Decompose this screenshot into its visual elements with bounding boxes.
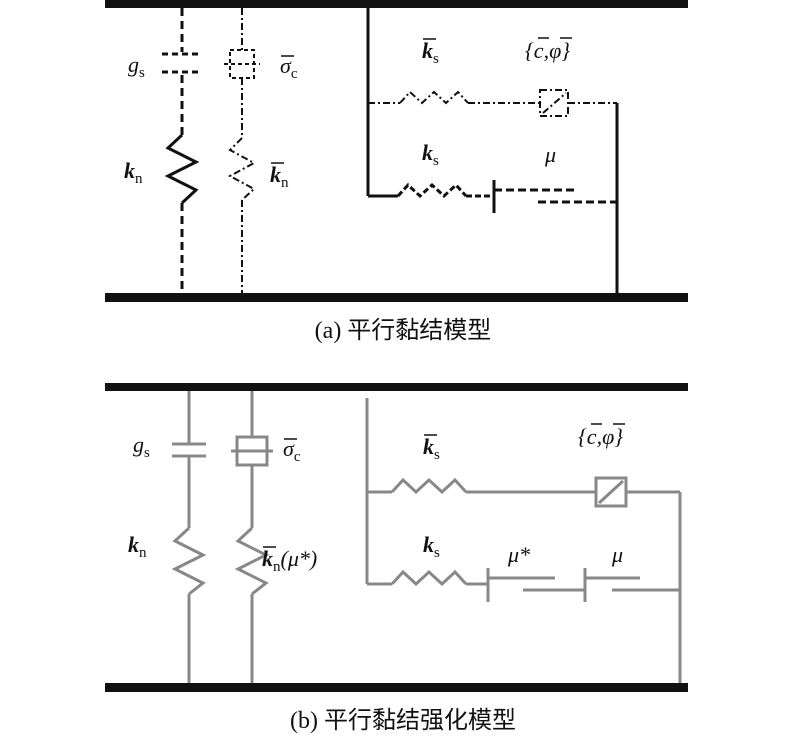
panel-a-ks-bar-label: ks: [422, 38, 439, 67]
panel-b-normal-branch-2: [231, 391, 273, 683]
panel-a-ks-label: ks: [422, 140, 439, 169]
panel-a-normal-branch-1: [164, 8, 200, 293]
panel-b-top-plate: [105, 383, 688, 391]
panel-a-bottom-plate: [105, 293, 688, 302]
panel-a-gs-label: gs: [128, 52, 145, 81]
panel-b-cphi-label: {c,φ}: [578, 424, 623, 449]
panel-b-ks-bar-label: ks: [423, 434, 440, 463]
panel-a-cphi-label: {c,φ}: [525, 38, 570, 63]
panel-b-sigma-label: σc: [283, 436, 301, 465]
panel-a-kn-label: kn: [124, 158, 143, 187]
panel-a-mu-label: μ: [544, 142, 556, 167]
panel-a-normal-branch-2: [227, 8, 257, 293]
panel-b-caption: (b) 平行黏结强化模型: [290, 707, 516, 734]
panel-a-sigma-label: σc: [280, 53, 298, 82]
panel-b-bottom-plate: [105, 683, 688, 692]
panel-b-kn-label: kn: [128, 532, 147, 561]
panel-b-kn-bar-label: kn(μ*): [262, 546, 317, 575]
panel-b-gs-label: gs: [133, 432, 150, 461]
panel-b: gs σc kn kn(μ*) ks ks {c,φ} μ* μ (b) 平行黏…: [105, 383, 688, 734]
panel-a-shear-row-upper: [368, 89, 617, 117]
panel-b-mu-label: μ: [611, 542, 623, 567]
panel-a-gs-gap: [162, 52, 202, 74]
panel-a-kn-bar-label: kn: [270, 162, 289, 191]
panel-a-caption: (a) 平行黏结模型: [315, 317, 492, 344]
panel-a-shear-system: [366, 8, 619, 293]
panel-b-mu-star-label: μ*: [507, 542, 530, 567]
panel-a-shear-row-lower: [368, 180, 617, 213]
panel-b-normal-branch-1: [171, 391, 207, 683]
panel-a-sigma-box: [224, 49, 260, 79]
panel-a-top-plate: [105, 0, 688, 8]
panel-b-shear-system: [365, 398, 682, 683]
panel-a: gs σc kn kn ks ks {c,φ} μ (a) 平行黏结模型: [105, 0, 688, 344]
panel-b-ks-label: ks: [423, 532, 440, 561]
